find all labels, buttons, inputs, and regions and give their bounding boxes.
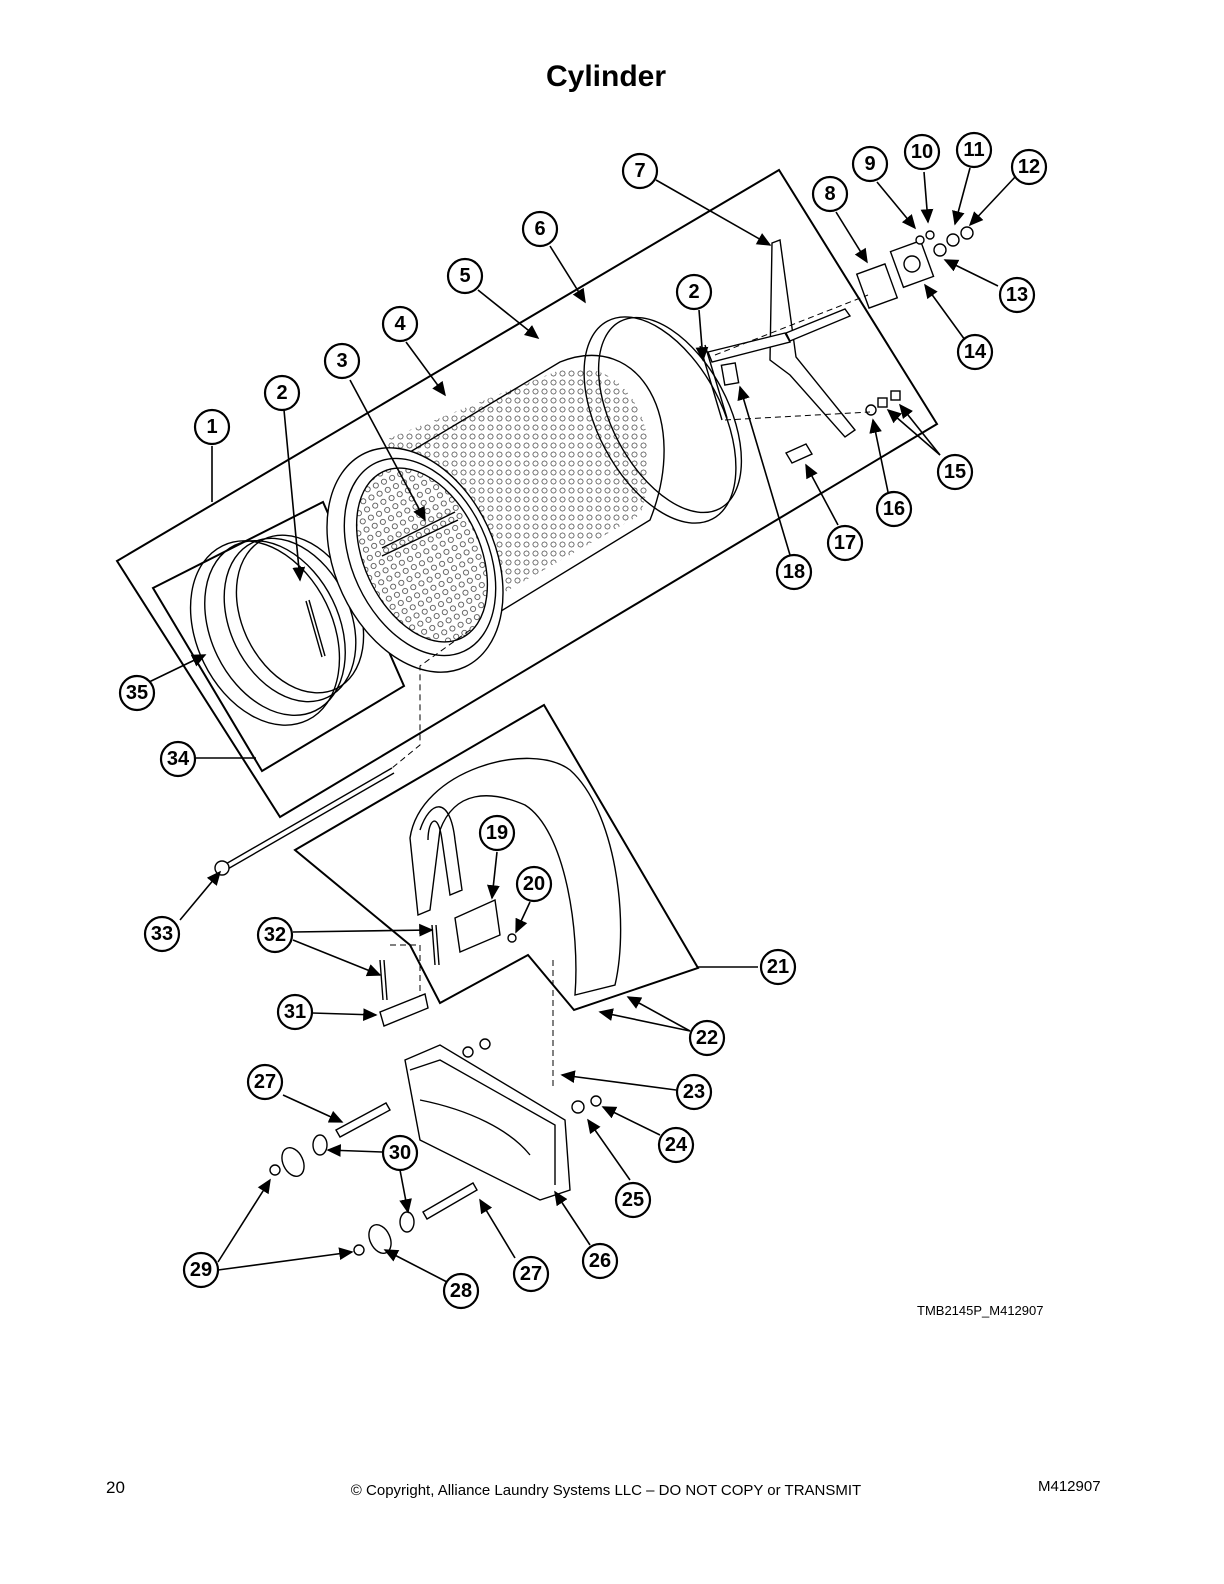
callout-14-label: 14 [964,341,987,363]
callout-32: 32 [256,916,294,954]
callout-20-label: 20 [523,873,545,895]
callout-1-label: 1 [206,416,217,438]
callout-16-label: 16 [883,498,905,520]
callout-22: 22 [688,1019,726,1057]
callout-5: 5 [446,257,484,295]
callout-31-label: 31 [284,1001,306,1023]
rear-rings [583,316,743,524]
callout-3-label: 3 [336,350,347,372]
callout-27b: 27 [512,1255,550,1293]
callout-16: 16 [875,490,913,528]
callout-30: 30 [381,1134,419,1172]
drawing-reference: TMB2145P_M412907 [917,1303,1044,1318]
cylinder-assembly-frame [115,168,939,819]
callout-31: 31 [276,993,314,1031]
callout-6-label: 6 [534,218,545,240]
callout-7-label: 7 [634,160,645,182]
callout-6: 6 [521,210,559,248]
callout-7: 7 [621,152,659,190]
callout-35-label: 35 [126,682,148,704]
callout-29: 29 [182,1251,220,1289]
axles-and-rollers [269,1102,478,1256]
page-number: 20 [106,1478,125,1497]
base-cradle [404,1038,602,1201]
callout-9: 9 [851,145,889,183]
springs [379,924,440,1001]
callout-24: 24 [657,1126,695,1164]
callout-25-label: 25 [622,1189,644,1211]
callout-23: 23 [675,1073,713,1111]
leader-lines [146,167,1017,1283]
callout-26: 26 [581,1242,619,1280]
document-id: M412907 [1038,1478,1101,1495]
front-ring-frame [151,500,406,773]
callout-15: 15 [936,453,974,491]
callout-17: 17 [826,524,864,562]
callout-27a: 27 [246,1063,284,1101]
callout-23-label: 23 [683,1081,705,1103]
callout-12: 12 [1010,148,1048,186]
callout-9-label: 9 [864,153,875,175]
callout-12-label: 12 [1018,156,1040,178]
callout-35: 35 [118,674,156,712]
callout-2a-label: 2 [276,382,287,404]
spider-shaft [707,239,857,438]
callout-5-label: 5 [459,265,470,287]
copyright-notice: © Copyright, Alliance Laundry Systems LL… [350,1482,862,1499]
callout-29-label: 29 [190,1259,212,1281]
callout-32-label: 32 [264,924,286,946]
callout-2a: 2 [263,374,301,412]
callout-17-label: 17 [834,532,856,554]
callout-13: 13 [998,276,1036,314]
callout-21-label: 21 [767,956,789,978]
callout-1: 1 [193,408,231,446]
mounting-plate [454,898,501,953]
callout-10-label: 10 [911,141,933,163]
callout-28: 28 [442,1272,480,1310]
callout-21: 21 [759,948,797,986]
callout-2b-label: 2 [688,281,699,303]
callout-24-label: 24 [665,1134,688,1156]
callout-34: 34 [159,740,197,778]
callout-18: 18 [775,553,813,591]
page-title: Cylinder [545,60,667,93]
callout-14: 14 [956,333,994,371]
callout-25: 25 [614,1181,652,1219]
cylinder-wrap [409,757,622,996]
callout-3: 3 [323,342,361,380]
callout-18-label: 18 [783,561,805,583]
callout-20: 20 [515,865,553,903]
bracket [379,993,429,1027]
callout-10: 10 [903,133,941,171]
callout-2b: 2 [675,273,713,311]
callout-11: 11 [955,131,993,169]
bearing-hardware [784,226,974,464]
bolt-20 [507,933,517,943]
callout-30-label: 30 [389,1142,411,1164]
callout-33-label: 33 [151,923,173,945]
callout-4: 4 [381,305,419,343]
callout-8-label: 8 [824,183,835,205]
callout-28-label: 28 [450,1280,472,1302]
callout-8: 8 [811,175,849,213]
lower-assembly-frame [293,703,700,1012]
callout-19-label: 19 [486,822,508,844]
callout-34-label: 34 [167,748,190,770]
callout-15-label: 15 [944,461,966,483]
callout-4-label: 4 [394,313,406,335]
callout-27a-label: 27 [254,1071,276,1093]
callout-22-label: 22 [696,1027,718,1049]
callout-19: 19 [478,814,516,852]
callout-26-label: 26 [589,1250,611,1272]
callout-13-label: 13 [1006,284,1028,306]
callout-11-label: 11 [963,139,984,161]
callout-33: 33 [143,915,181,953]
cylinder-drum [326,354,665,673]
callout-27b-label: 27 [520,1263,542,1285]
